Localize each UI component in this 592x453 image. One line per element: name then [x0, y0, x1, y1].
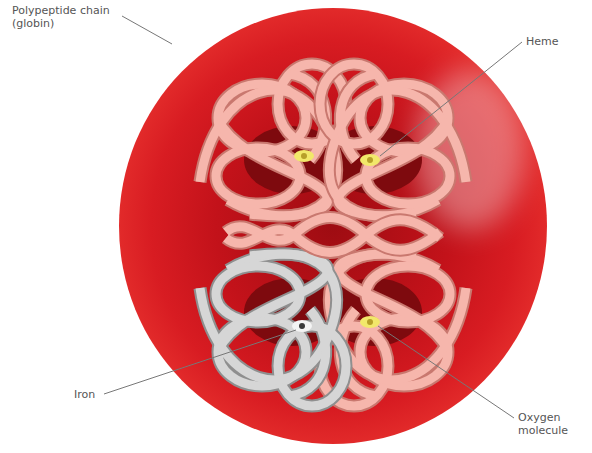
part-label: Oxygen molecule — [518, 411, 588, 437]
part-label: Iron — [74, 388, 114, 401]
part-label: Polypeptide chain (globin) — [12, 4, 120, 30]
part-label: Heme — [526, 35, 586, 48]
